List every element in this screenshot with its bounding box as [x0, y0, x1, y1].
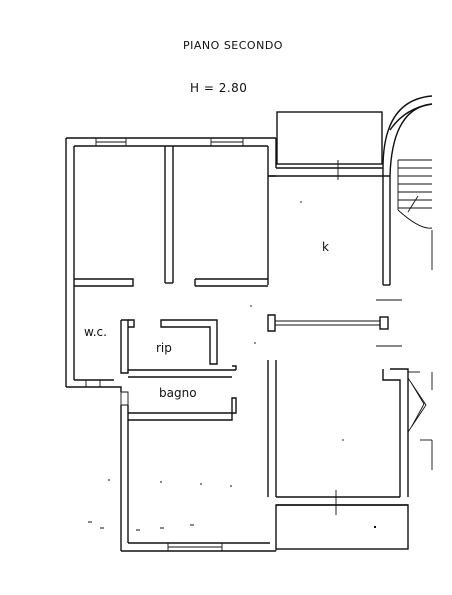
- plan-title: PIANO SECONDO: [183, 39, 283, 52]
- balcony-bottom: [275, 504, 409, 551]
- construction-marks: [88, 201, 344, 531]
- kitchen-walls: [267, 299, 433, 515]
- bottom-window: [167, 542, 223, 552]
- stairwell: [382, 95, 433, 286]
- room-label-kitchen: k: [322, 240, 329, 254]
- outer-walls: [65, 137, 390, 552]
- bedroom-walls: [74, 146, 268, 287]
- balcony-top: [276, 111, 383, 180]
- room-label-rip: rip: [156, 341, 172, 355]
- bagno-walls: [120, 365, 237, 421]
- rip-walls: [160, 319, 218, 365]
- room-label-bagno: bagno: [159, 386, 197, 400]
- top-windows: [95, 137, 244, 147]
- ceiling-height-note: H = 2.80: [190, 81, 248, 95]
- room-label-wc: w.c.: [84, 325, 107, 339]
- wc-walls: [85, 319, 135, 388]
